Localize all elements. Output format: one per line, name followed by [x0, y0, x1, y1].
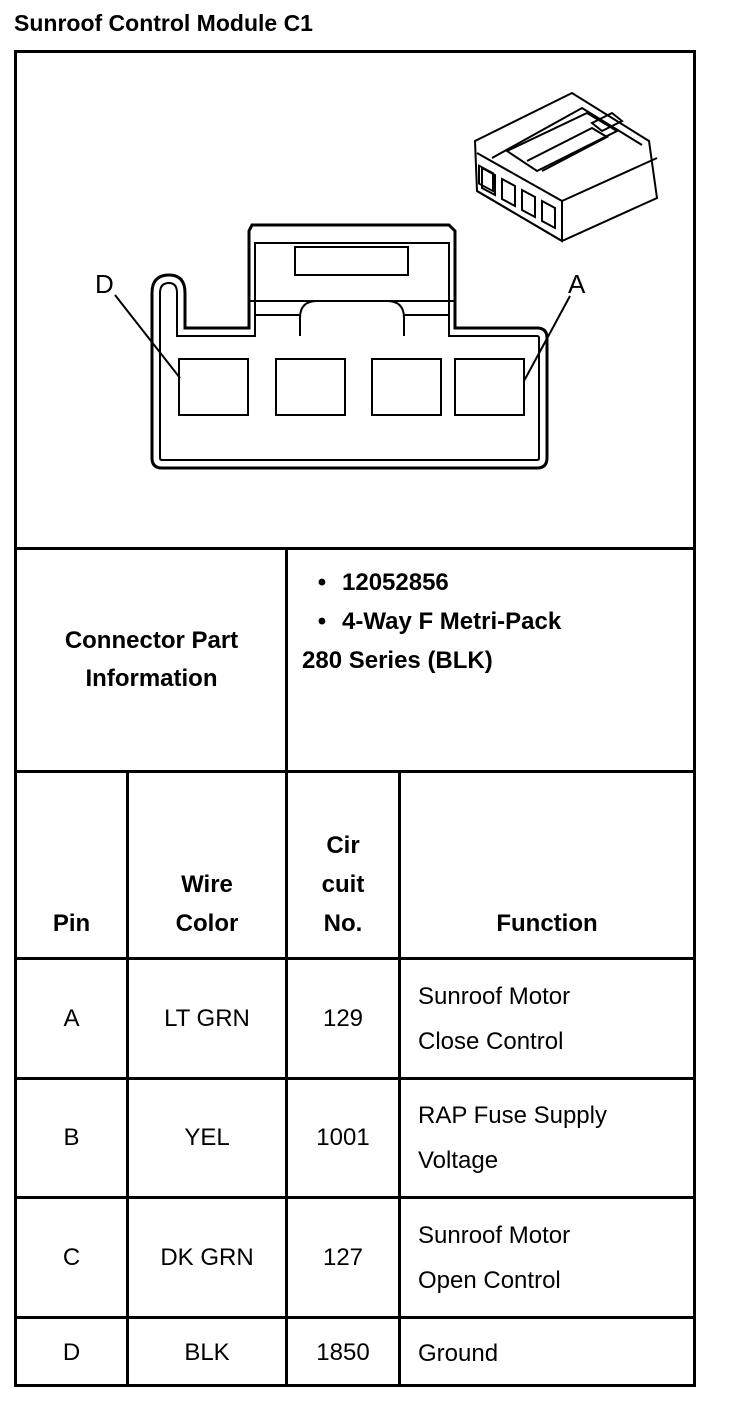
bullet: •: [317, 569, 327, 596]
divider: [17, 957, 693, 960]
header-text: cuit: [321, 871, 365, 898]
cell-function: Sunroof Motor Close Control: [401, 960, 693, 1077]
function-text: RAP Fuse Supply: [418, 1102, 607, 1129]
connector-part-info: • 12052856 • 4-Way F Metri-Pack 280 Series…: [302, 563, 682, 680]
cell-circuit: 129: [322, 1004, 364, 1032]
divider: [17, 770, 693, 773]
cell-pin: D: [62, 1339, 81, 1366]
pin-cavity-a: [454, 358, 525, 416]
connector-description: 4-Way F Metri-Pack: [342, 608, 562, 635]
header-text: Wire: [181, 871, 233, 898]
header-function: Function: [401, 773, 693, 957]
pin-cavity-c: [275, 358, 346, 416]
connector-part-info-label: Connector Part Information: [17, 550, 286, 770]
cell-circuit: 1001: [316, 1124, 370, 1151]
bullet: •: [317, 608, 327, 635]
leader-line-a: [523, 295, 571, 382]
function-text: Ground: [418, 1339, 499, 1367]
header-circuit-no: Cir cuit No.: [288, 773, 398, 957]
divider: [17, 547, 693, 550]
label-line: Connector Part: [64, 627, 239, 654]
header-text: Pin: [52, 910, 91, 937]
connector-diagram: D A: [17, 53, 693, 547]
header-text: Color: [175, 910, 239, 937]
pin-label-d: D: [95, 269, 114, 299]
pin-label-a: A: [568, 269, 586, 299]
page-title: Sunroof Control Module C1: [14, 10, 313, 36]
connector-face-drawing: D A: [95, 91, 659, 470]
cell-wire-color: YEL: [184, 1124, 230, 1151]
header-text: Function: [496, 910, 598, 937]
header-wire-color: Wire Color: [129, 773, 285, 957]
cell-function: Sunroof Motor Open Control: [401, 1199, 693, 1316]
cell-pin: A: [63, 1004, 80, 1032]
cell-pin: C: [62, 1243, 81, 1271]
connector-description-cont: 280 Series (BLK): [302, 647, 493, 674]
divider: [17, 1316, 693, 1319]
cell-pin: B: [63, 1124, 80, 1151]
divider: [285, 547, 288, 773]
header-pin: Pin: [17, 773, 126, 957]
function-text: Voltage: [418, 1147, 499, 1174]
label-line: Information: [85, 665, 218, 692]
connector-table-frame: D A Connector Part Information • 12052856…: [14, 50, 696, 1387]
cell-function: Ground: [401, 1319, 693, 1387]
cell-wire-color: DK GRN: [160, 1243, 254, 1271]
pin-cavity-b: [371, 358, 442, 416]
cell-circuit: 127: [322, 1243, 364, 1271]
divider: [17, 1196, 693, 1199]
cell-wire-color: BLK: [184, 1339, 230, 1366]
connector-face: [114, 223, 571, 470]
leader-line-d: [114, 294, 181, 379]
header-text: Cir: [326, 832, 360, 859]
function-text: Sunroof Motor: [418, 982, 571, 1010]
divider: [17, 1077, 693, 1080]
pin-cavity-d: [178, 358, 249, 416]
function-text: Close Control: [418, 1027, 564, 1055]
header-text: No.: [323, 910, 363, 937]
connector-isometric-icon: [473, 91, 659, 243]
cell-wire-color: LT GRN: [164, 1004, 250, 1032]
function-text: Sunroof Motor: [418, 1221, 571, 1249]
cell-function: RAP Fuse Supply Voltage: [401, 1080, 693, 1196]
cell-circuit: 1850: [316, 1339, 370, 1366]
part-number: 12052856: [342, 569, 449, 596]
function-text: Open Control: [418, 1266, 561, 1294]
